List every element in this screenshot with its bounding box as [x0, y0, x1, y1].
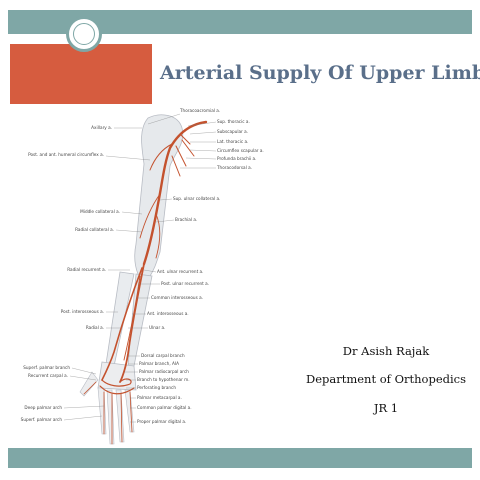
label-middle-collateral: Middle collateral a. — [80, 209, 120, 214]
circle-ornament-icon — [66, 16, 102, 52]
author-department: Department of Orthopedics — [305, 372, 467, 386]
label-ant-ulnar-recurrent: Ant. ulnar recurrent a. — [157, 269, 203, 274]
label-common-interosseous: Common interosseous a. — [151, 295, 203, 300]
arm-artery-figure: Thoracoacromial a. Sup. thoracic a. Subs… — [10, 104, 270, 448]
label-thoracoacromial: Thoracoacromial a. — [179, 108, 220, 113]
label-dorsal-carpal-branch: Dorsal carpal branch — [141, 353, 185, 358]
label-branch-hypothenar: Branch to hypothenar m. — [137, 377, 190, 382]
label-superf-palmar-branch: Superf. palmar branch — [23, 365, 70, 370]
label-sup-ulnar-collateral: Sup. ulnar collateral a. — [173, 196, 220, 201]
label-recurrent-carpal: Recurrent carpal a. — [28, 373, 68, 378]
label-deep-palmar-arch: Deep palmar arch — [24, 405, 62, 410]
label-palmar-branch-aia: Palmar branch, AIA — [139, 361, 179, 366]
bottom-accent-bar — [8, 448, 472, 468]
label-brachial: Brachial a. — [175, 217, 197, 222]
label-perforating-branch: Perforating branch — [137, 385, 176, 390]
label-sup-thoracic: Sup. thoracic a. — [217, 119, 250, 124]
author-name: Dr Asish Rajak — [342, 344, 430, 358]
label-lat-thoracic: Lat. thoracic a. — [217, 139, 248, 144]
label-thoracodorsal: Thoracodorsal a. — [216, 165, 252, 170]
label-leader-lines — [63, 113, 217, 423]
slide-title: Arterial Supply Of Upper Limb — [160, 62, 480, 84]
label-superf-palmar-arch: Superf. palmar arch — [21, 417, 63, 422]
label-axillary: Axillary a. — [91, 125, 112, 130]
artery-network — [83, 120, 208, 445]
label-profunda-brachii: Profunda brachii a. — [217, 156, 256, 161]
label-palmar-radiocarpal-arch: Palmar radiocarpal arch — [139, 369, 189, 374]
orange-accent-block — [10, 44, 152, 104]
arm-artery-diagram: Thoracoacromial a. Sup. thoracic a. Subs… — [21, 108, 264, 445]
label-humeral-circumflex: Post. and ant. humeral circumflex a. — [28, 152, 104, 157]
label-proper-palmar-digital: Proper palmar digital a. — [137, 419, 186, 424]
label-radial-collateral: Radial collateral a. — [75, 227, 114, 232]
label-circumflex-scapular: Circumflex scapular a. — [217, 148, 264, 153]
author-designation: JR 1 — [373, 401, 399, 415]
label-radial-recurrent: Radial recurrent a. — [67, 267, 106, 272]
label-common-palmar-digital: Common palmar digital a. — [137, 405, 192, 410]
label-post-ulnar-recurrent: Post. ulnar recurrent a. — [161, 281, 209, 286]
circle-ornament-inner — [73, 23, 95, 45]
label-palmar-metacarpal: Palmar metacarpal a. — [137, 395, 182, 400]
label-ant-interosseous: Ant. interosseous a. — [147, 311, 189, 316]
label-ulnar: Ulnar a. — [149, 325, 165, 330]
label-subscapular: Subscapular a. — [217, 129, 248, 134]
labels-left: Axillary a. Post. and ant. humeral circu… — [21, 125, 120, 422]
label-radial: Radial a. — [86, 325, 104, 330]
labels-right: Thoracoacromial a. Sup. thoracic a. Subs… — [137, 108, 264, 424]
label-post-interosseous: Post. interosseous a. — [61, 309, 104, 314]
